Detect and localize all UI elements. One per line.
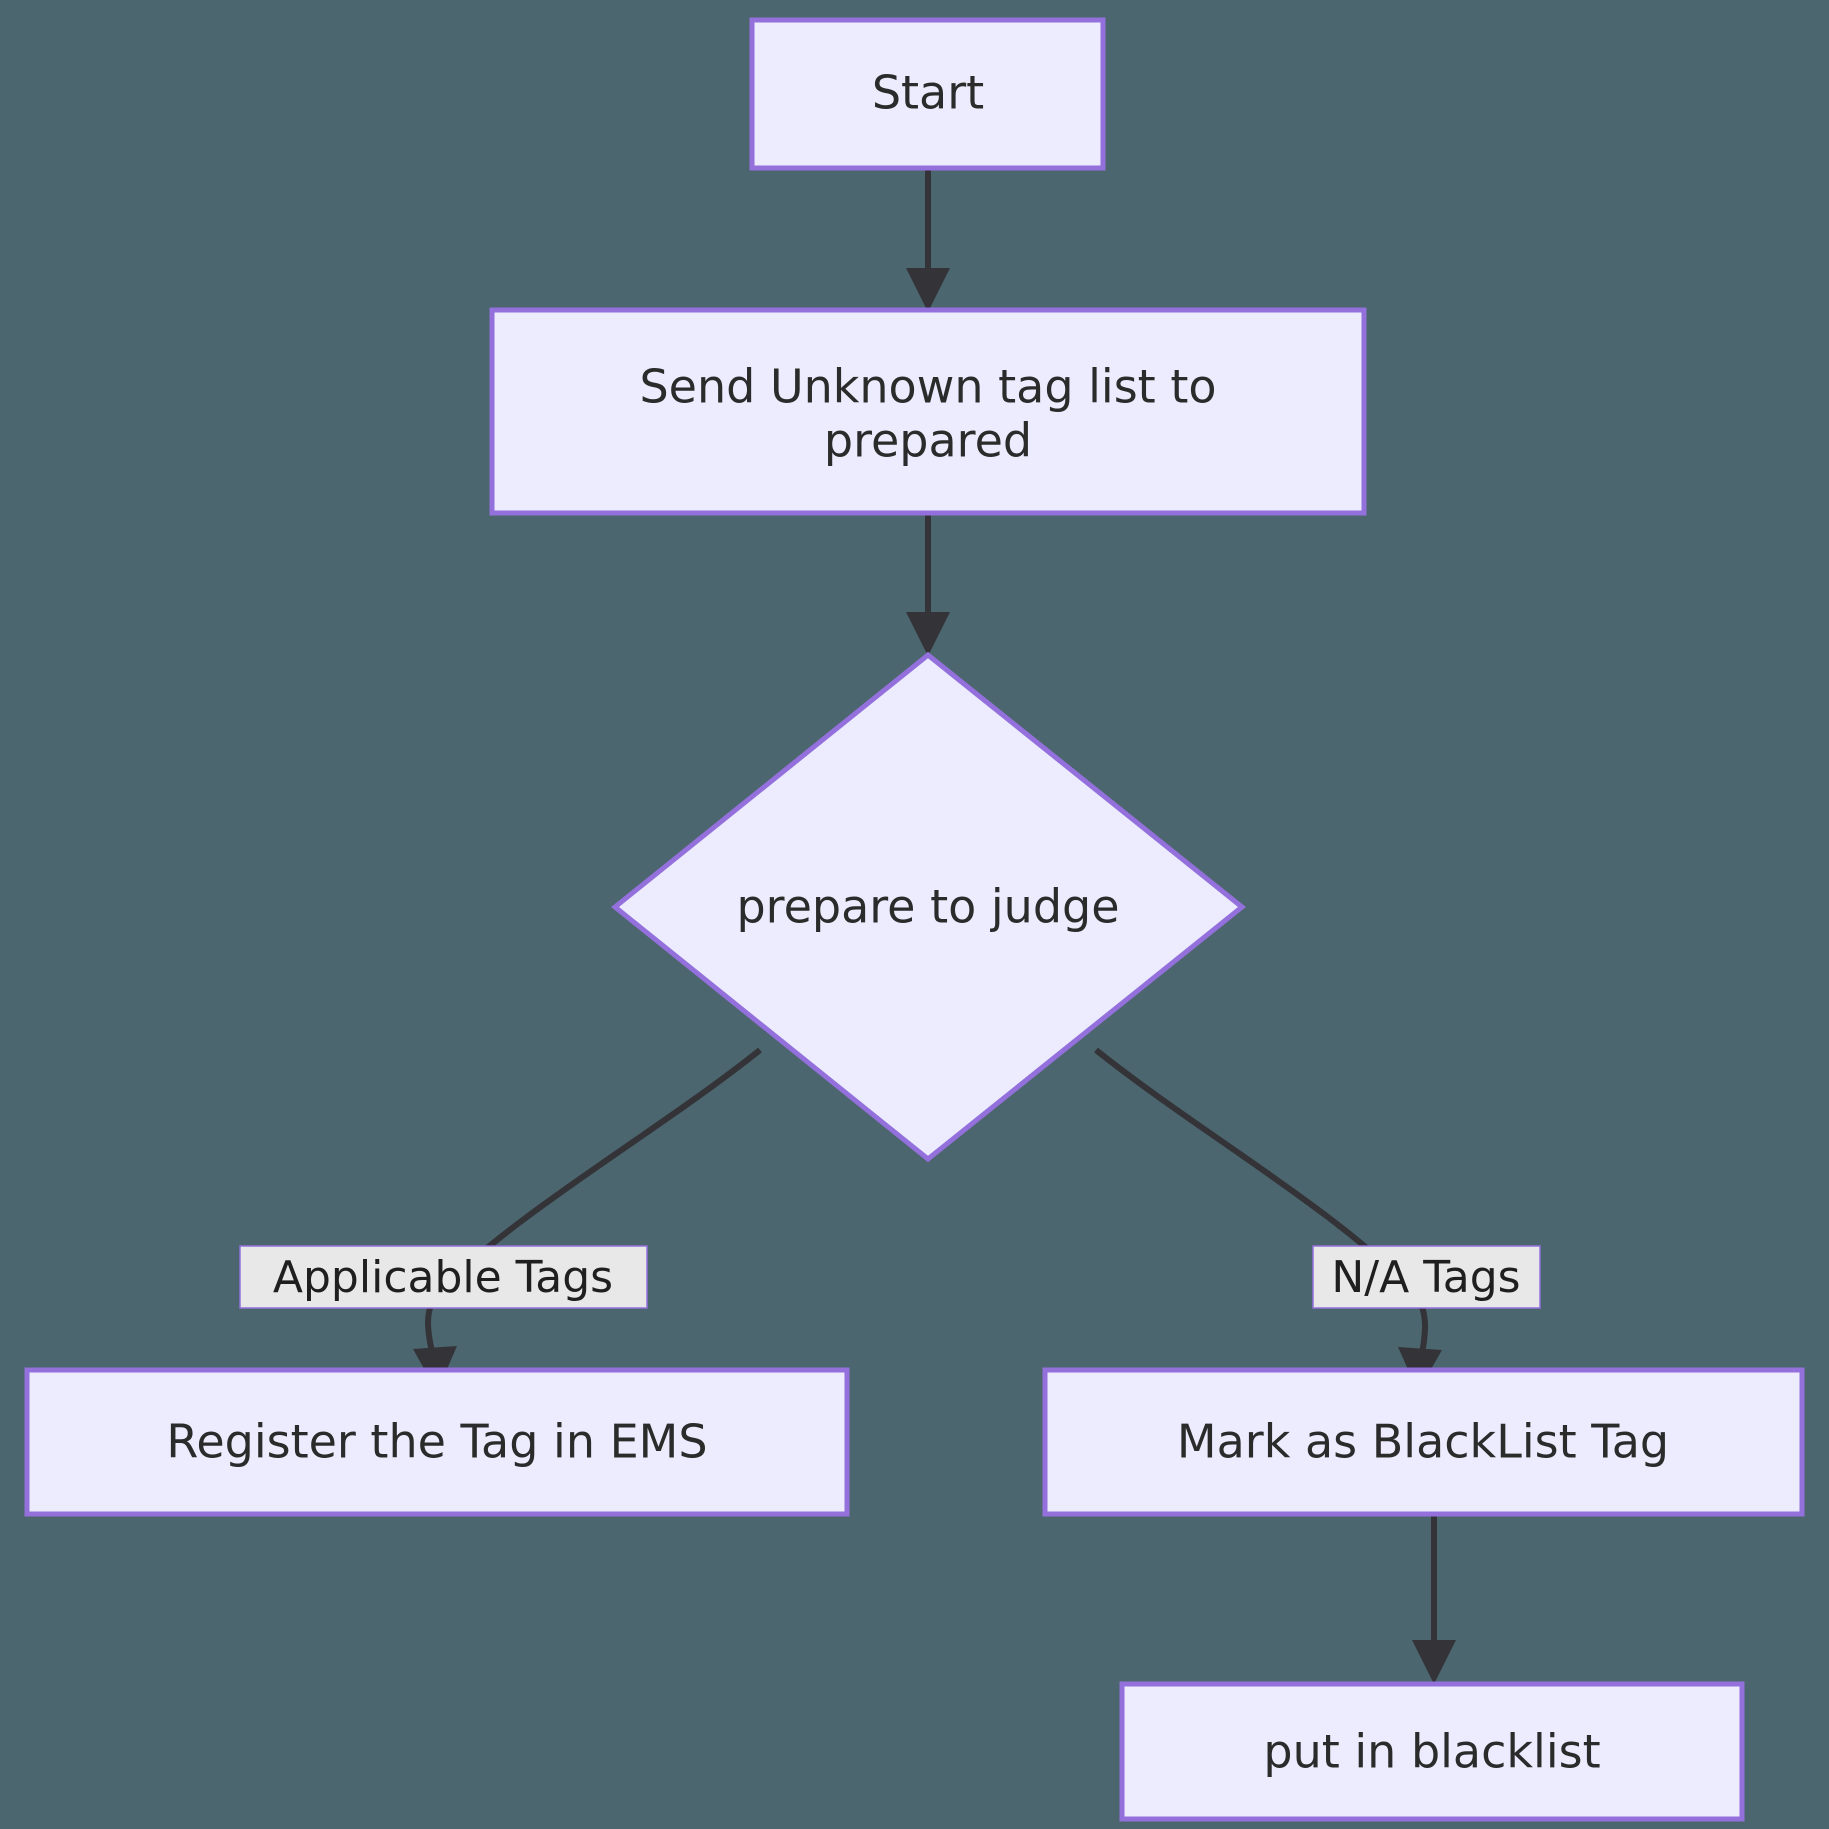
edge-label-applicable-tags: Applicable Tags [239,1245,648,1309]
node-judge-shape[interactable] [611,651,1246,1163]
node-start-shape[interactable] [749,17,1106,171]
node-send-label-line2: prepared [824,414,1032,468]
node-register-label: Register the Tag in EMS [166,1415,707,1469]
node-send-label-line1: Send Unknown tag list to [639,360,1216,414]
arrowhead-icon [906,612,950,656]
edge-send-to-judge [906,513,950,656]
node-prepare-to-judge[interactable]: prepare to judge [611,651,1246,1163]
node-start[interactable]: Start [749,17,1106,171]
arrowhead-icon [906,268,950,312]
node-start-label: Start [872,66,984,120]
edge-mark-to-blacklist [1412,1514,1456,1684]
node-send-unknown-tag-list[interactable]: Send Unknown tag list to prepared [489,307,1367,516]
node-blacklist-shape[interactable] [1119,1681,1745,1822]
node-blacklist-label: put in blacklist [1263,1725,1600,1779]
node-register-shape[interactable] [24,1367,850,1517]
edge-judge-to-register [413,1047,762,1392]
node-put-in-blacklist[interactable]: put in blacklist [1119,1681,1745,1822]
node-register-tag-in-ems[interactable]: Register the Tag in EMS [24,1367,850,1517]
edge-label-na-bg [1312,1245,1541,1309]
node-judge-label: prepare to judge [736,880,1119,934]
node-send-shape[interactable] [489,307,1367,516]
edge-label-applicable-bg [239,1245,648,1309]
edge-line [1094,1047,1428,1367]
node-mark-label: Mark as BlackList Tag [1177,1415,1669,1469]
edge-judge-to-mark [1094,1047,1442,1392]
edge-label-applicable-text: Applicable Tags [273,1252,613,1303]
edge-line [425,1047,762,1367]
node-mark-shape[interactable] [1042,1367,1805,1517]
arrowhead-icon [1412,1640,1456,1684]
edge-label-na-tags: N/A Tags [1312,1245,1541,1309]
edge-label-na-text: N/A Tags [1331,1252,1520,1303]
node-mark-as-blacklist-tag[interactable]: Mark as BlackList Tag [1042,1367,1805,1517]
edge-start-to-send [906,168,950,312]
